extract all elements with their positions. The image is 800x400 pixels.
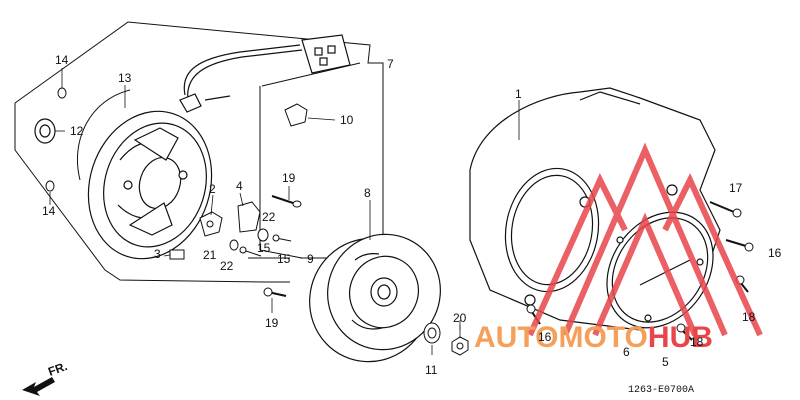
bolt-upper: [271, 195, 302, 208]
callout-6: 6: [623, 345, 630, 359]
leader-lines: [49, 68, 520, 355]
callout-11: 11: [425, 363, 438, 377]
stator-wire: [76, 89, 131, 181]
front-marker-label: FR.: [46, 359, 69, 379]
bolt-lower: [263, 287, 287, 297]
front-direction-arrow: FR.: [22, 359, 69, 396]
callout-14-left: 14: [42, 204, 56, 218]
wire-connector: [301, 34, 351, 74]
callout-17: 17: [729, 181, 743, 195]
callout-22-upper: 22: [262, 210, 276, 224]
callout-15-lower: 15: [277, 252, 291, 266]
callout-15-upper: 15: [257, 241, 271, 255]
callout-21: 21: [203, 248, 217, 262]
callout-labels: 1 2 3 4 5 6 7 8 9 10 11 12 13 14 14 15 1…: [42, 53, 782, 377]
small-block-part: [169, 249, 185, 260]
callout-19-upper: 19: [282, 171, 296, 185]
callout-7: 7: [387, 57, 394, 71]
callout-9: 9: [307, 252, 314, 266]
callout-1: 1: [515, 87, 522, 101]
callout-18-upper: 18: [742, 310, 756, 324]
pulse-generator: [199, 211, 223, 237]
callout-12: 12: [70, 124, 84, 138]
logo-triangle-inner: [592, 212, 698, 337]
callout-2: 2: [209, 182, 216, 196]
small-screws: [239, 234, 292, 257]
watermark-word-hub: HUB: [648, 321, 713, 354]
watermark-word-moto: MOTO: [558, 321, 647, 354]
screws-cover: [526, 201, 754, 341]
callout-22-lower: 22: [220, 259, 234, 273]
callout-4: 4: [236, 179, 243, 193]
grommet-left: [45, 180, 55, 192]
callout-8: 8: [364, 186, 371, 200]
callout-14-top: 14: [55, 53, 69, 67]
logo-triangle-outer: [562, 142, 728, 337]
callout-10: 10: [340, 113, 354, 127]
collar-washer: [229, 228, 269, 251]
stator-plate: [87, 110, 213, 260]
watermark-logo: [527, 142, 763, 337]
callout-18-lower: 18: [690, 335, 704, 349]
logo-triangle-right: [662, 173, 763, 337]
callout-5: 5: [662, 355, 669, 369]
callout-20: 20: [453, 311, 467, 325]
watermark-text: AUTOMOTOHUB: [474, 321, 713, 354]
callout-3: 3: [154, 247, 161, 261]
wire-harness: [179, 44, 303, 113]
grommet-top: [57, 87, 67, 99]
callout-13: 13: [118, 71, 132, 85]
flywheel-rotor: [309, 233, 441, 363]
logo-triangle-left: [527, 173, 628, 337]
callout-19-lower: 19: [265, 316, 279, 330]
oil-seal: [34, 118, 56, 144]
drawing-code: 1263-E0700A: [628, 385, 694, 396]
watermark-word-auto: AUTO: [474, 321, 558, 354]
callout-16-right: 16: [768, 246, 782, 260]
small-cap-part: [284, 103, 308, 127]
switch-unit: [237, 201, 261, 233]
callout-16-left: 16: [538, 330, 552, 344]
flange-nut: [451, 336, 469, 356]
washer: [423, 322, 441, 344]
